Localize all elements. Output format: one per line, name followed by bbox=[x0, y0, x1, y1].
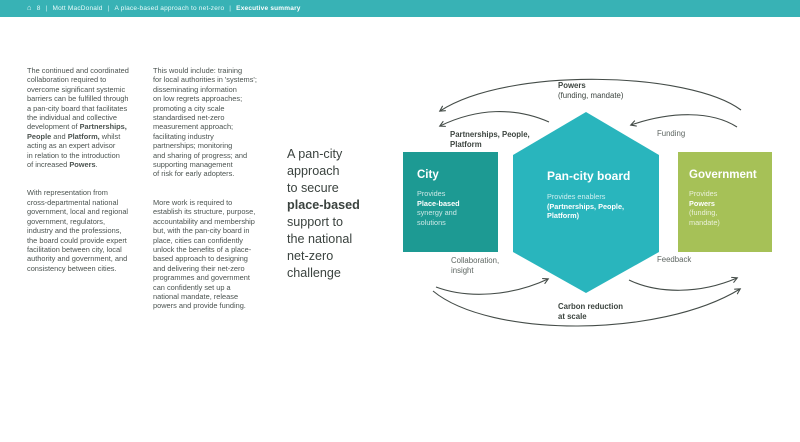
header-separator: | bbox=[107, 5, 110, 12]
label-funding: Funding bbox=[657, 129, 686, 138]
paragraph-representation: With representation from cross-departmen… bbox=[27, 188, 129, 273]
government-box-body: Provides Powers (funding, mandate) bbox=[689, 189, 720, 227]
arrow-feedback-board-to-gov bbox=[628, 276, 739, 291]
pan-city-board-text: Pan-city board Provides enablers (Partne… bbox=[547, 169, 659, 221]
label-carbon-reduction: Carbon reduction at scale bbox=[558, 302, 623, 321]
pan-city-board-body: Provides enablers (Partnerships, People,… bbox=[547, 192, 625, 221]
paragraph-would-include: This would include: training for local a… bbox=[153, 66, 257, 179]
label-partnerships-people-platform: Partnerships, People, Platform bbox=[450, 130, 530, 149]
header-doc-title: A place-based approach to net-zero bbox=[114, 5, 225, 12]
header-brand: Mott MacDonald bbox=[52, 5, 103, 12]
label-powers: Powers (funding, mandate) bbox=[558, 81, 624, 100]
city-box-body: Provides Place-based synergy and solutio… bbox=[417, 189, 460, 227]
arrow-collaboration-city-to-board bbox=[435, 278, 550, 295]
city-box-title: City bbox=[417, 169, 439, 181]
paragraph-collaboration: The continued and coordinated collaborat… bbox=[27, 66, 129, 170]
label-collaboration-insight: Collaboration, insight bbox=[451, 256, 500, 275]
header-separator: | bbox=[45, 5, 48, 12]
pan-city-board-title: Pan-city board bbox=[547, 169, 631, 183]
slide-headline: A pan-city approach to secure place-base… bbox=[287, 147, 360, 280]
header-separator: | bbox=[229, 5, 232, 12]
government-box: Government Provides Powers (funding, man… bbox=[678, 152, 772, 252]
arrow-funding-gov-to-board bbox=[629, 114, 738, 128]
body-column-left: The continued and coordinated collaborat… bbox=[27, 66, 150, 292]
header-page-number: 8 bbox=[36, 5, 41, 12]
header-section: Executive summary bbox=[236, 5, 301, 12]
government-box-title: Government bbox=[689, 169, 757, 181]
city-box: City Provides Place-based synergy and so… bbox=[403, 152, 498, 252]
home-icon: ⌂ bbox=[27, 3, 32, 13]
label-feedback: Feedback bbox=[657, 255, 692, 264]
arrow-partnerships-board-to-city bbox=[438, 111, 550, 127]
paragraph-more-work: More work is required to establish its s… bbox=[153, 197, 256, 311]
body-column-middle: This would include: training for local a… bbox=[153, 66, 279, 330]
header-bar: ⌂ 8 | Mott MacDonald | A place-based app… bbox=[0, 0, 800, 17]
